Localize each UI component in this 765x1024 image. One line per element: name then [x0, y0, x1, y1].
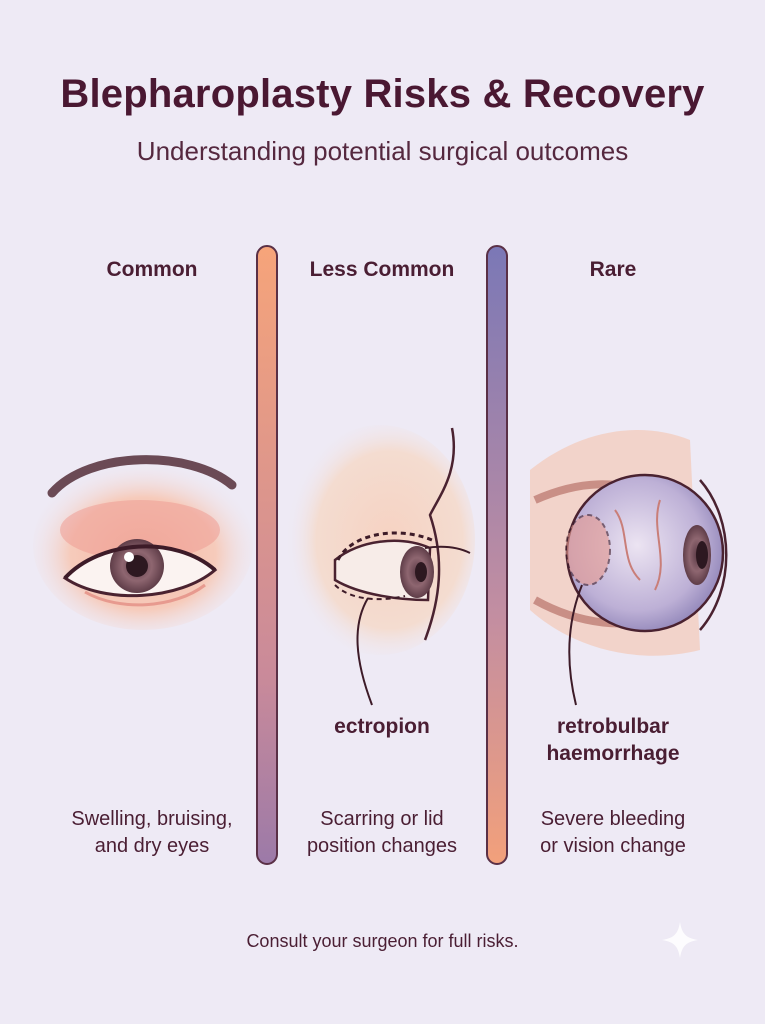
- risk-label-ectropion: ectropion: [262, 713, 502, 740]
- description-common: Swelling, bruising, and dry eyes: [32, 806, 272, 860]
- column-heading-common: Common: [106, 258, 198, 281]
- risk-label-line: ectropion: [334, 715, 430, 738]
- sparkle-icon: [662, 922, 698, 958]
- description-less-common: Scarring or lid position changes: [262, 806, 502, 860]
- page-title: Blepharoplasty Risks & Recovery: [60, 72, 705, 116]
- description-rare: Severe bleeding or vision change: [493, 806, 733, 860]
- description-line: position changes: [306, 835, 458, 857]
- page-subtitle: Understanding potential surgical outcome…: [136, 136, 629, 166]
- description-line: or vision change: [540, 835, 686, 857]
- risk-label-line: retrobulbar: [556, 715, 669, 738]
- divider-bar-cool: [486, 245, 508, 865]
- description-line: Swelling, bruising,: [71, 808, 233, 830]
- front-eye-icon: [33, 455, 253, 630]
- description-line: Scarring or lid: [320, 808, 444, 830]
- footer-note: Consult your surgeon for full risks.: [246, 931, 519, 951]
- column-heading-rare: Rare: [589, 258, 637, 281]
- column-heading-less-common: Less Common: [309, 258, 455, 281]
- risk-label-retrobulbar: retrobulbar haemorrhage: [493, 713, 733, 767]
- description-line: and dry eyes: [94, 835, 210, 857]
- eyeball-anatomy-icon: [530, 430, 728, 706]
- description-line: Severe bleeding: [540, 808, 686, 830]
- risk-label-line: haemorrhage: [546, 742, 680, 765]
- side-profile-eye-icon: [285, 425, 475, 706]
- divider-bar-warm: [256, 245, 278, 865]
